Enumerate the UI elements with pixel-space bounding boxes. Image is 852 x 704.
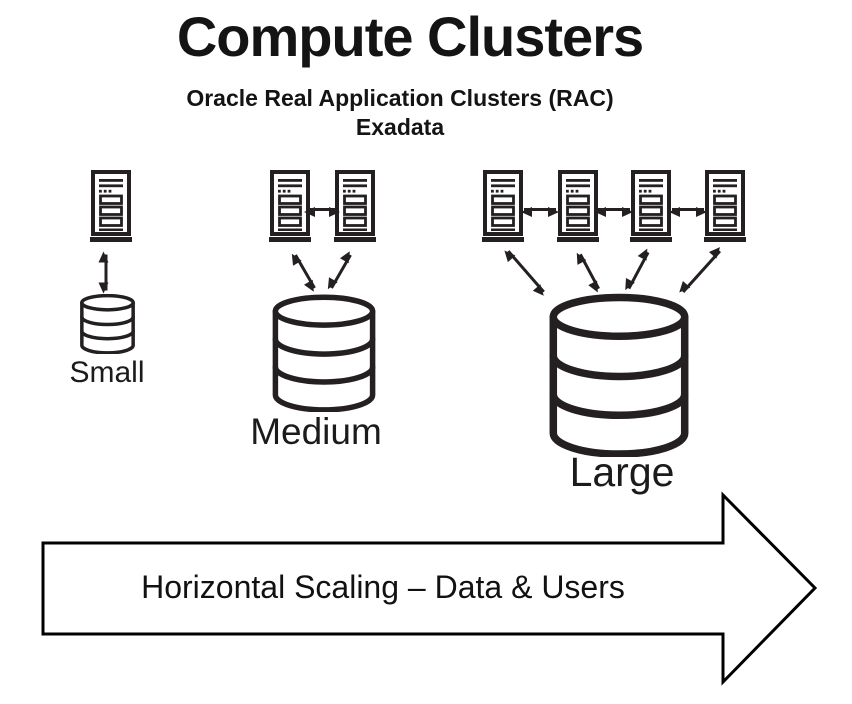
subtitle: Oracle Real Application Clusters (RAC) E…: [0, 84, 800, 142]
bidirectional-arrow-icon: [330, 253, 352, 289]
bidirectional-arrow-icon: [294, 253, 316, 289]
page-title: Compute Clusters: [176, 5, 644, 68]
server-icon: [702, 170, 748, 248]
server-icon: [555, 170, 601, 248]
cluster-label-small: Small: [69, 356, 145, 389]
right-arrow-shape: [30, 485, 830, 700]
bidirectional-arrow-icon: [304, 206, 340, 217]
bidirectional-arrow-icon: [579, 253, 600, 289]
bidirectional-arrow-icon: [507, 249, 545, 293]
server-icon: [88, 170, 134, 248]
database-icon: [270, 294, 378, 417]
cluster-label-large: Large: [569, 449, 675, 495]
bidirectional-arrow-icon: [669, 206, 707, 217]
scaling-arrow-label: Horizontal Scaling – Data & Users: [141, 569, 625, 605]
subtitle-line-exadata: Exadata: [355, 113, 445, 140]
server-icon: [267, 170, 313, 248]
bidirectional-arrow-icon: [595, 206, 633, 217]
server-icon: [628, 170, 674, 248]
server-icon: [480, 170, 526, 248]
database-icon: [546, 293, 692, 462]
bidirectional-arrow-icon: [521, 206, 559, 217]
bidirectional-arrow-icon: [104, 254, 108, 290]
server-icon: [332, 170, 378, 248]
subtitle-line-rac: Oracle Real Application Clusters (RAC): [186, 85, 614, 111]
database-icon: [79, 294, 136, 359]
bidirectional-arrow-icon: [681, 249, 722, 293]
bidirectional-arrow-icon: [627, 251, 650, 290]
cluster-label-medium: Medium: [250, 411, 382, 452]
